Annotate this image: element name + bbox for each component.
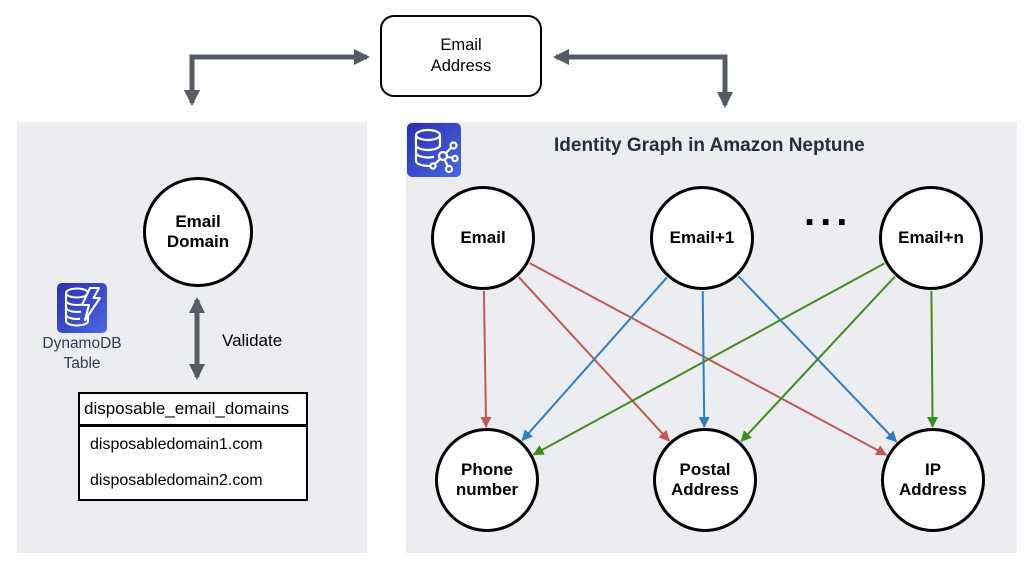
node-ip-address: IP Address <box>881 428 985 532</box>
node-email-plus-1: Email+1 <box>650 186 754 290</box>
dynamodb-icon-glyph <box>64 286 102 327</box>
dynamodb-table-label: DynamoDB Table <box>42 335 122 372</box>
node-postal-address: Postal Address <box>653 428 757 532</box>
node-phone-number: Phone number <box>435 428 539 532</box>
dynamodb-validation-panel: Email Domain DynamoDB Table Validate dis… <box>17 122 367 553</box>
neptune-icon <box>407 123 461 177</box>
disposable-domains-table: disposabledomain1.com disposabledomain2.… <box>78 425 308 501</box>
node-email-plus-n: Email+n <box>879 186 983 290</box>
table-row: disposabledomain1.com <box>90 436 263 453</box>
connector-email-address-to-dynamodb-panel <box>184 49 370 106</box>
node-email: Email <box>431 186 535 290</box>
table-row: disposabledomain2.com <box>90 472 263 489</box>
node-email-domain: Email Domain <box>143 177 253 287</box>
dynamodb-icon <box>57 283 107 333</box>
connector-email-address-to-neptune-panel <box>553 49 733 108</box>
more-nodes-ellipsis: ... <box>804 190 853 234</box>
neptune-icon-glyph <box>414 128 459 174</box>
validate-label: Validate <box>222 331 283 350</box>
neptune-identity-graph-panel: Identity Graph in Amazon Neptune Email E… <box>406 122 1017 553</box>
neptune-panel-title: Identity Graph in Amazon Neptune <box>554 135 865 156</box>
email-address-box: Email Address <box>380 15 542 97</box>
table-header-disposable-email-domains: disposable_email_domains <box>78 392 308 426</box>
